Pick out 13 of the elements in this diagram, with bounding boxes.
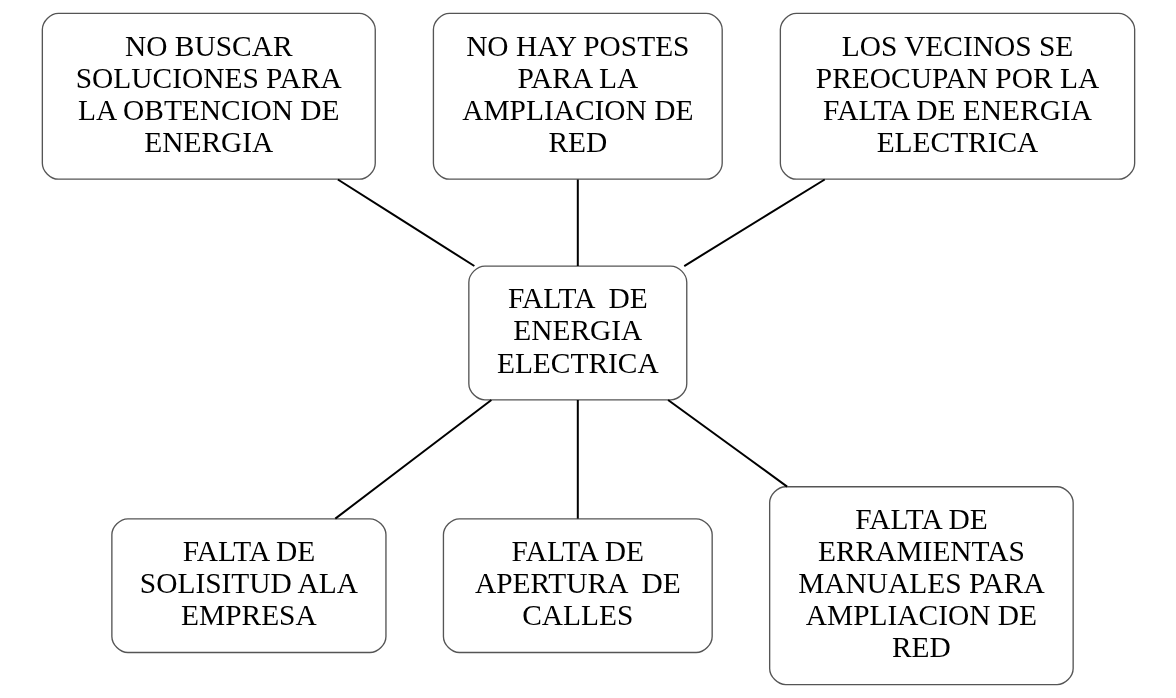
node-box: NO BUSCAR SOLUCIONES PARA LA OBTENCION DE ENERGIA bbox=[41, 12, 376, 180]
connector bbox=[576, 400, 579, 519]
node-box: FALTA DE APERTURA DE CALLES bbox=[442, 518, 713, 654]
connector bbox=[334, 399, 492, 520]
connector bbox=[576, 179, 579, 267]
node-box: FALTA DE ERRAMIENTAS MANUALES PARA AMPLIACION DE RED bbox=[768, 486, 1074, 686]
node-box: FALTA DE SOLISITUD ALA EMPRESA bbox=[110, 518, 387, 654]
node-box: FALTA DE ENERGIA ELECTRICA bbox=[467, 265, 687, 401]
connector bbox=[667, 399, 788, 488]
node-box: LOS VECINOS SE PREOCUPAN POR LA FALTA DE ENERGIA ELECTRICA bbox=[779, 12, 1135, 180]
node-box: NO HAY POSTES PARA LA AMPLIACION DE RED bbox=[432, 12, 723, 180]
connector bbox=[683, 178, 825, 267]
connector bbox=[336, 178, 475, 267]
